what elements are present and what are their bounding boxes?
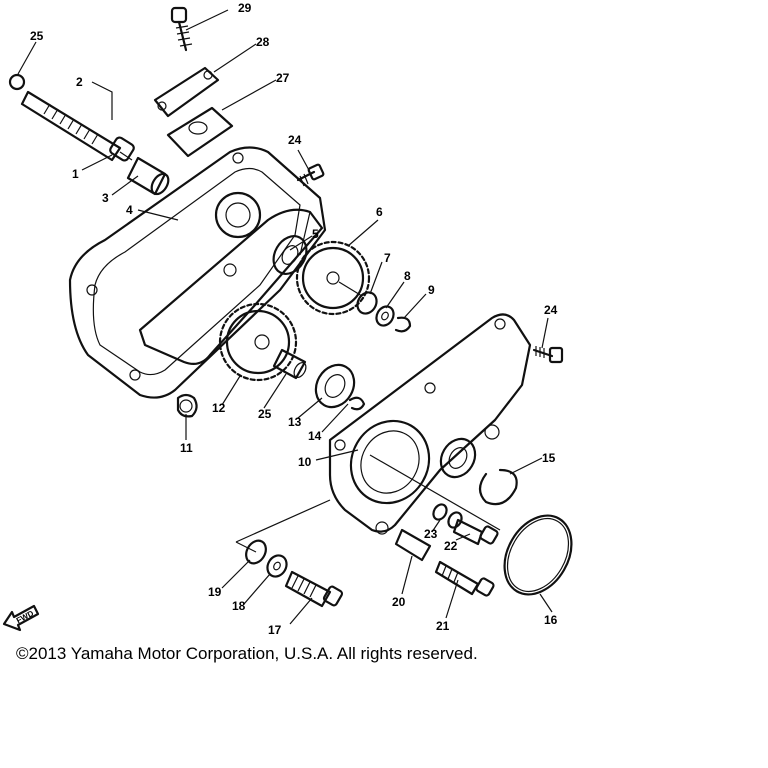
callout-15: 15 [542, 451, 556, 465]
part-bolt-24-right [532, 346, 564, 364]
part-washer-23 [432, 503, 463, 529]
part-case-cover-right [328, 313, 532, 535]
fwd-arrow-icon: FWD [2, 604, 40, 632]
callout-1: 1 [72, 167, 79, 181]
callout-17: 17 [268, 623, 282, 637]
callout-2: 2 [76, 75, 83, 89]
part-bearing-large [314, 363, 356, 409]
part-bolt-24-top [296, 163, 325, 187]
callout-29: 29 [238, 1, 252, 15]
callout-16: 16 [544, 613, 558, 627]
callout-27: 27 [276, 71, 290, 85]
callout-3: 3 [102, 191, 109, 205]
callout-7: 7 [384, 251, 391, 265]
part-shaft-assembly [8, 73, 135, 162]
part-washer-18 [266, 554, 288, 578]
alignment-lines [119, 151, 501, 553]
part-gasket [138, 208, 324, 418]
part-washer-7 [356, 291, 378, 315]
part-case-cover-left [68, 146, 327, 399]
callout-20: 20 [392, 595, 406, 609]
leader-lines [17, 9, 553, 625]
callout-18: 18 [232, 599, 246, 613]
part-cover-plate [153, 66, 220, 118]
callout-8: 8 [404, 269, 411, 283]
part-gasket-plate [166, 106, 234, 158]
copyright-notice: ©2013 Yamaha Motor Corporation, U.S.A. A… [16, 644, 478, 663]
part-clip-9 [394, 316, 412, 333]
callout-10: 10 [298, 455, 312, 469]
callout-24-top: 24 [288, 133, 302, 147]
part-spacer [272, 348, 307, 380]
callout-6: 6 [376, 205, 383, 219]
callout-26: 25 [258, 407, 272, 421]
callout-21: 21 [436, 619, 450, 633]
callout-19: 19 [208, 585, 222, 599]
callout-11: 11 [180, 441, 193, 455]
part-gear-medium [218, 302, 298, 382]
callout-4: 4 [126, 203, 133, 217]
callout-22: 22 [444, 539, 458, 553]
callout-13: 13 [288, 415, 302, 429]
callout-28: 28 [256, 35, 270, 49]
part-o-ring-16 [503, 514, 573, 596]
part-circlip-15 [478, 468, 518, 506]
part-screw-top [170, 6, 193, 52]
callout-9: 9 [428, 283, 435, 297]
part-bolt-21 [434, 560, 495, 597]
part-bolt-17 [284, 570, 344, 608]
callout-5: 5 [312, 227, 319, 241]
callout-12: 12 [212, 401, 226, 415]
part-clip-14 [348, 396, 366, 411]
part-collar [126, 156, 170, 196]
part-dowel-20 [394, 528, 432, 562]
callout-labels: 29 28 27 25 2 1 3 4 24 5 6 7 8 9 24 12 2… [30, 1, 558, 637]
fwd-label: FWD [15, 609, 36, 626]
part-washer-8 [375, 305, 395, 327]
callout-14: 14 [308, 429, 322, 443]
part-gear-large [295, 240, 371, 316]
part-bearing-small [272, 235, 308, 275]
callout-24-right: 24 [544, 303, 558, 317]
callout-23: 23 [424, 527, 438, 541]
callout-25: 25 [30, 29, 44, 43]
